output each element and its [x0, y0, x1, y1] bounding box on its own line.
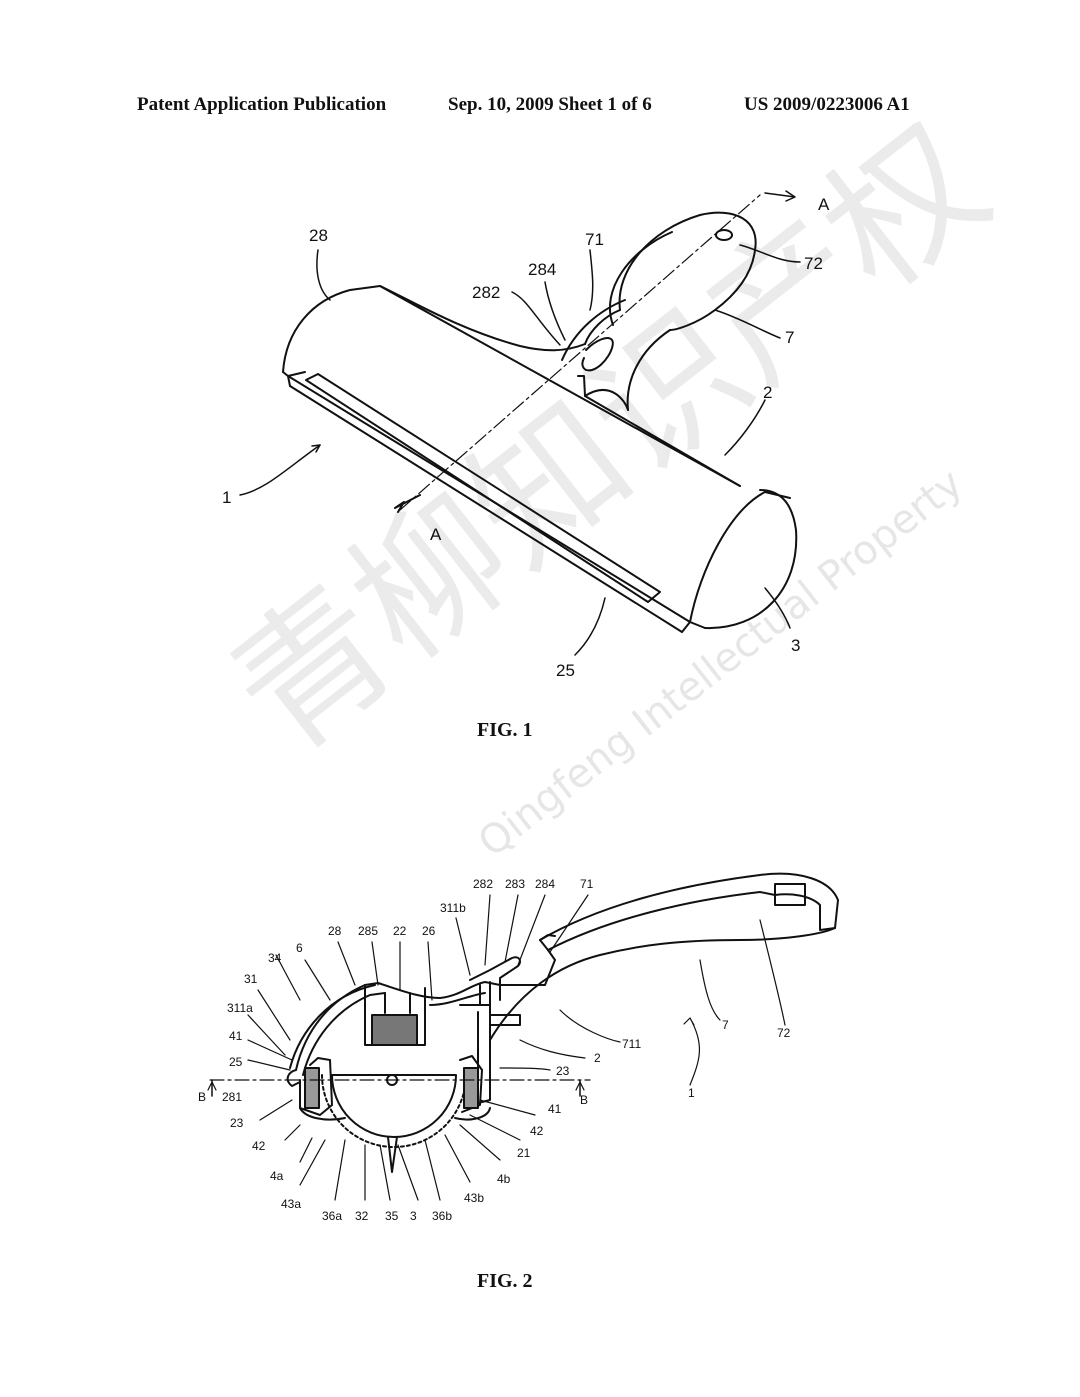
fig1-label-282: 282	[472, 283, 500, 302]
fig2-label-4b: 4b	[497, 1172, 511, 1186]
fig2-label-7: 7	[722, 1018, 729, 1032]
fig1-label-A-bottom: A	[430, 525, 442, 544]
fig2-label-6: 6	[296, 941, 303, 955]
fig2-label-35: 35	[385, 1209, 399, 1223]
fig1-label-72: 72	[804, 254, 823, 273]
fig2-label-1: 1	[688, 1086, 695, 1100]
fig2-label-42-right: 42	[530, 1124, 544, 1138]
fig2-label-28: 28	[328, 924, 342, 938]
fig2-label-36a: 36a	[322, 1209, 342, 1223]
figure-2-labels: 282 283 284 71 311b 28 285 22 26 6 34 31…	[198, 877, 791, 1223]
fig2-label-43a: 43a	[281, 1197, 301, 1211]
fig2-label-34: 34	[268, 951, 282, 965]
fig2-label-282: 282	[473, 877, 493, 891]
fig2-label-284: 284	[535, 877, 555, 891]
fig2-label-43b: 43b	[464, 1191, 484, 1205]
fig2-label-36b: 36b	[432, 1209, 452, 1223]
fig2-label-41: 41	[229, 1029, 243, 1043]
fig1-label-2: 2	[763, 383, 772, 402]
fig2-label-2: 2	[594, 1051, 601, 1065]
fig2-label-26: 26	[422, 924, 436, 938]
fig1-label-71: 71	[585, 230, 604, 249]
fig1-label-7: 7	[785, 328, 794, 347]
fig2-label-21: 21	[517, 1146, 531, 1160]
fig2-label-22: 22	[393, 924, 407, 938]
fig2-label-42-left: 42	[252, 1139, 266, 1153]
fig1-label-28: 28	[309, 226, 328, 245]
fig2-label-B-right: B	[580, 1093, 588, 1107]
fig2-label-32: 32	[355, 1209, 369, 1223]
figure-1-labels: 28 71 284 282 72 7 2 1 A A 25 3	[222, 195, 830, 680]
fig1-label-3: 3	[791, 636, 800, 655]
fig2-label-311a: 311a	[227, 1001, 253, 1015]
fig2-label-71: 71	[580, 877, 594, 891]
publication-type: Patent Application Publication	[137, 94, 387, 115]
figure-2-drawing	[207, 872, 839, 1201]
figure-1-title: FIG. 1	[477, 719, 533, 741]
fig2-label-72: 72	[777, 1026, 791, 1040]
fig1-label-1: 1	[222, 488, 231, 507]
fig2-label-4a: 4a	[270, 1169, 284, 1183]
fig1-label-A-top: A	[818, 195, 830, 214]
publication-date-sheet: Sep. 10, 2009 Sheet 1 of 6	[448, 94, 652, 115]
publication-number: US 2009/0223006 A1	[744, 94, 910, 115]
figure-2-title: FIG. 2	[477, 1270, 533, 1292]
fig2-label-B-left: B	[198, 1090, 206, 1104]
fig2-label-711: 711	[622, 1037, 641, 1051]
fig1-label-25: 25	[556, 661, 575, 680]
fig2-label-283: 283	[505, 877, 525, 891]
figure-1-drawing	[239, 190, 801, 656]
fig2-label-25: 25	[229, 1055, 243, 1069]
fig2-label-285: 285	[358, 924, 378, 938]
fig2-label-311b: 311b	[440, 901, 466, 915]
fig2-label-23-right: 23	[556, 1064, 570, 1078]
fig2-label-3: 3	[410, 1209, 417, 1223]
fig2-label-41-right: 41	[548, 1102, 562, 1116]
fig1-label-284: 284	[528, 260, 556, 279]
fig2-label-23-left: 23	[230, 1116, 244, 1130]
fig2-label-281: 281	[222, 1090, 242, 1104]
fig2-label-31: 31	[244, 972, 258, 986]
